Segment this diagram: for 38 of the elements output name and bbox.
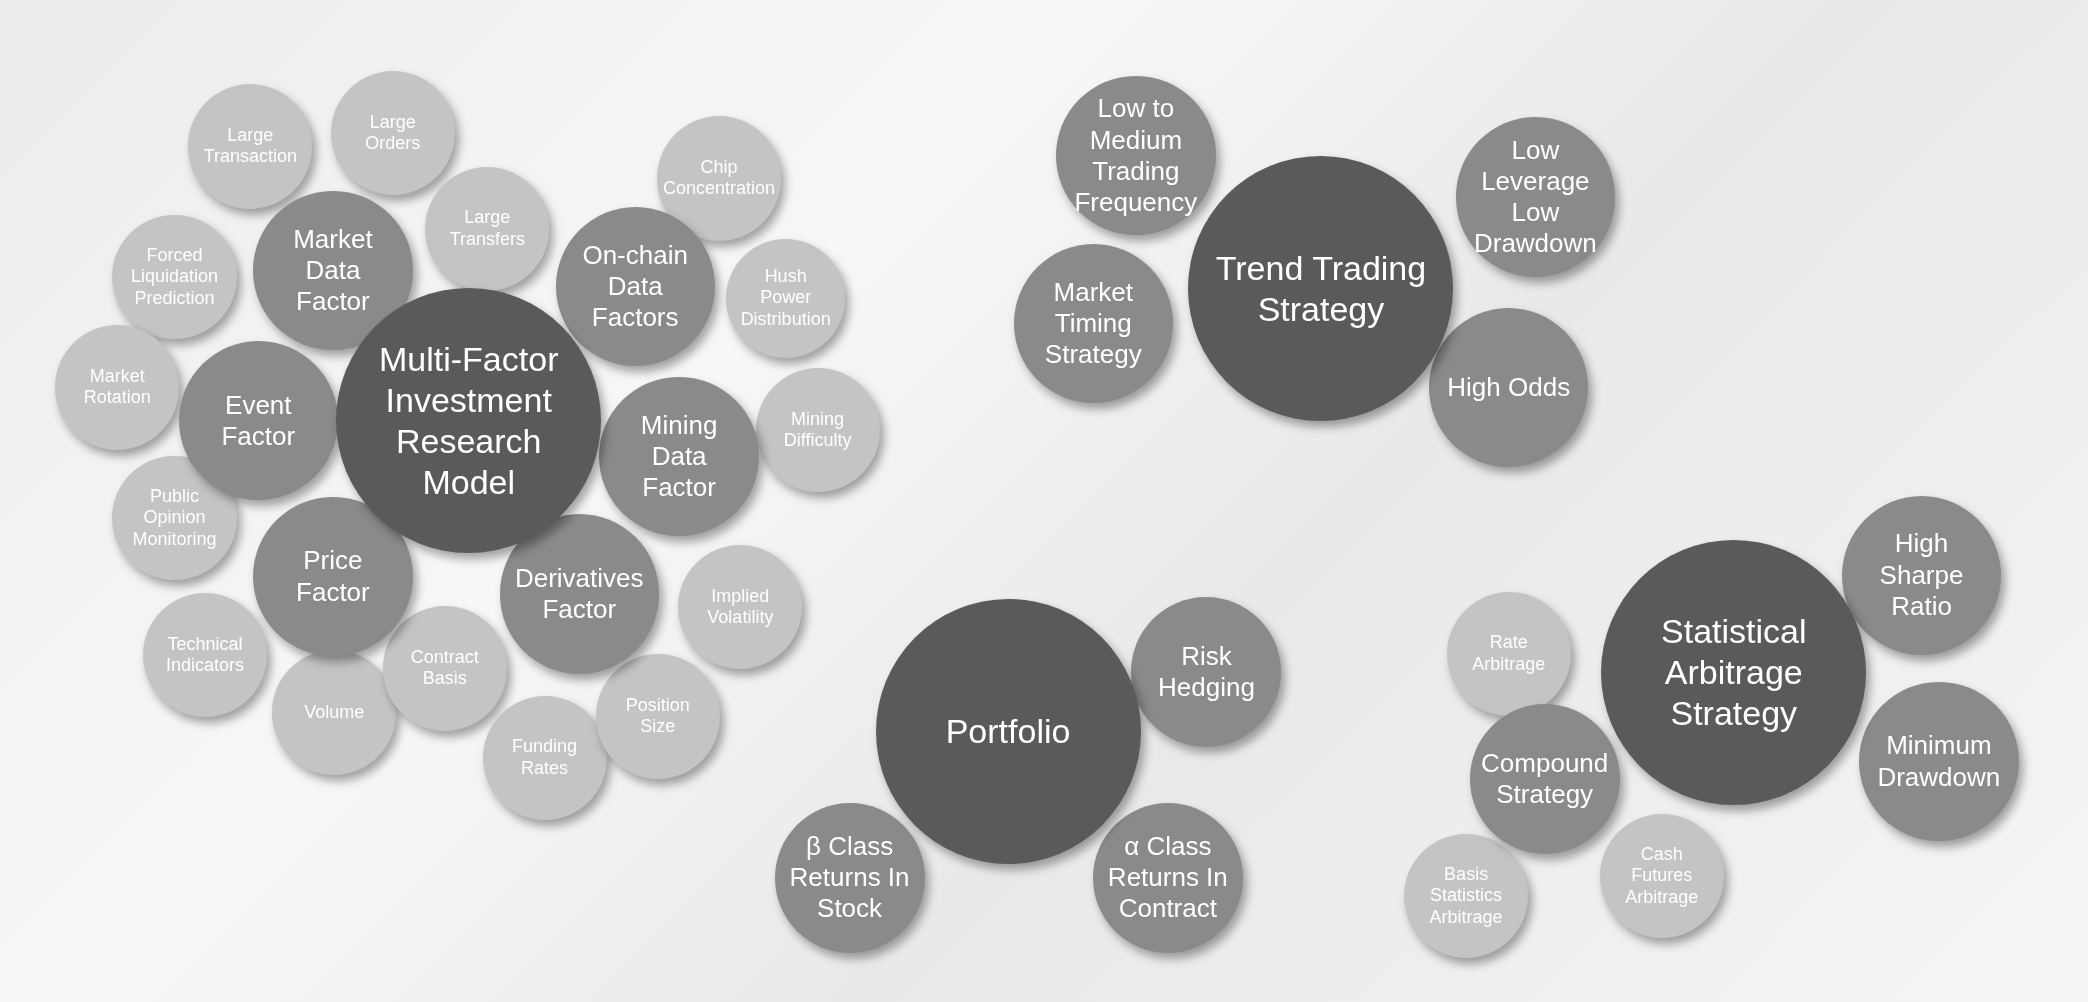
circle-label: Market Rotation bbox=[82, 365, 152, 410]
circle-label: Contract Basis bbox=[409, 646, 480, 691]
circle-label: High Odds bbox=[1447, 371, 1571, 404]
circle-label: Implied Volatility bbox=[706, 585, 775, 629]
circle-label: High Sharpe Ratio bbox=[1878, 528, 1965, 623]
circle-label: Price Factor bbox=[295, 545, 371, 608]
circle-label: Hush Power Distribution bbox=[739, 265, 832, 331]
circle-label: Volume bbox=[304, 701, 365, 724]
circle-label: Rate Arbitrage bbox=[1471, 632, 1547, 676]
circle-label: Market Data Factor bbox=[292, 223, 374, 318]
circle-label: Public Opinion Monitoring bbox=[131, 485, 218, 551]
circle-label: Portfolio bbox=[945, 710, 1071, 752]
circle-label: Position Size bbox=[624, 694, 691, 738]
circle-label: Compound Strategy bbox=[1481, 747, 1609, 811]
circle-label: Large Orders bbox=[364, 111, 422, 155]
circle-label: Cash Futures Arbitrage bbox=[1624, 843, 1700, 909]
circle-label: Trend Trading Strategy bbox=[1214, 248, 1427, 330]
circle-label: β Class Returns In Stock bbox=[789, 830, 910, 925]
circle-label: Statistical Arbitrage Strategy bbox=[1660, 611, 1808, 734]
circle-label: Event Factor bbox=[220, 389, 297, 452]
circle-label: Minimum Drawdown bbox=[1876, 730, 2002, 793]
circle-label: Market Timing Strategy bbox=[1043, 276, 1143, 371]
circle-label: α Class Returns In Contract bbox=[1107, 830, 1228, 925]
circle-label: Mining Data Factor bbox=[639, 409, 719, 504]
circle-label: Basis Statistics Arbitrage bbox=[1428, 863, 1504, 929]
circle-label: Derivatives Factor bbox=[514, 562, 644, 626]
circle-label: Chip Concentration bbox=[663, 156, 776, 200]
circle-label: Funding Rates bbox=[511, 736, 579, 780]
circle-label: Risk Hedging bbox=[1157, 641, 1256, 704]
circle-label: Low to Medium Trading Frequency bbox=[1073, 93, 1199, 219]
circle-label: Large Transfers bbox=[448, 207, 527, 251]
circle-label: Large Transaction bbox=[202, 124, 298, 169]
circle-label: Forced Liquidation Prediction bbox=[129, 244, 219, 310]
circle-label: Multi-Factor Investment Research Model bbox=[378, 339, 560, 503]
circle-label: On-chain Data Factors bbox=[581, 239, 689, 334]
circle-label: Low Leverage Low Drawdown bbox=[1472, 134, 1598, 260]
circle-label: Technical Indicators bbox=[165, 633, 246, 677]
circle-label: Mining Difficulty bbox=[782, 408, 853, 452]
